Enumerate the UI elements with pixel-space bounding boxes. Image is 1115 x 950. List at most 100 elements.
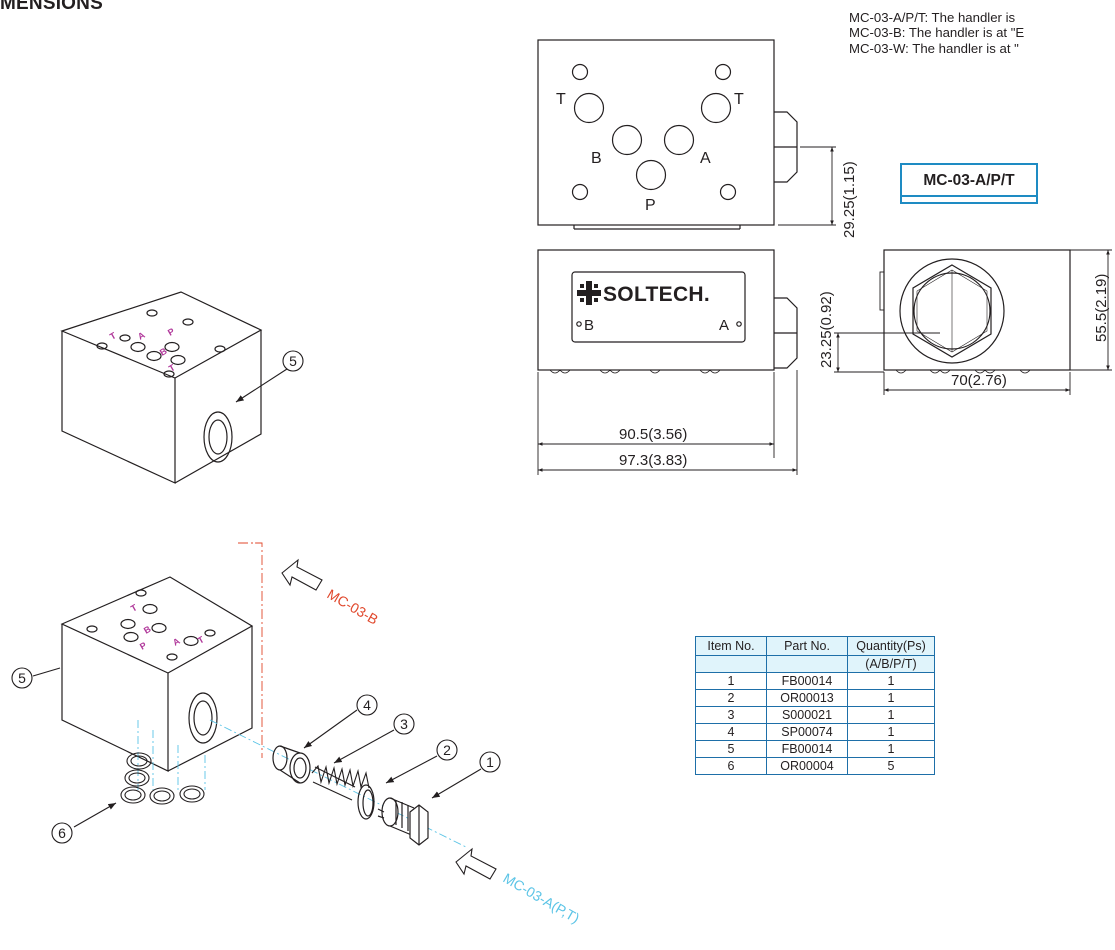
- dim-height-front: [834, 332, 940, 373]
- port-hole: [571, 183, 589, 201]
- callout-6: [51, 822, 73, 844]
- header-quantity-sub: (A/B/P/T): [847, 655, 935, 673]
- soltech-logo: SOLTECH.: [577, 281, 710, 306]
- header-part-no: Part No.: [766, 636, 848, 656]
- note-line: MC-03-A/P/T: The handler is: [849, 10, 1016, 25]
- label-t-left: T: [556, 91, 566, 108]
- upper-side-port: [203, 411, 233, 463]
- port-hole: [719, 183, 737, 201]
- spring-part: [311, 764, 370, 801]
- table-cell-part: FB00014: [766, 740, 848, 758]
- callout-5b: [11, 667, 33, 689]
- table-cell-item: 1: [695, 672, 767, 690]
- svg-text:5: 5: [289, 353, 297, 369]
- table-cell-part: OR00013: [766, 689, 848, 707]
- table-cell-qty: 5: [847, 757, 935, 775]
- svg-text:6: 6: [58, 825, 66, 841]
- lower-block-labels: T B A T P: [129, 602, 206, 652]
- svg-text:T: T: [167, 362, 177, 374]
- svg-text:3: 3: [400, 716, 408, 732]
- front-view-body: [537, 249, 775, 371]
- port-hole: [571, 63, 589, 81]
- table-cell-qty: 1: [847, 723, 935, 741]
- flow-label-b: MC-03-B: [325, 586, 382, 628]
- dim-height-top: [778, 146, 836, 226]
- parts-table-header: Item No. Part No. Quantity(Ps): [695, 636, 935, 656]
- port-t-left: [573, 92, 605, 124]
- dim-side: [883, 249, 1112, 395]
- front-port-b: B: [584, 317, 594, 334]
- svg-text:T: T: [129, 602, 139, 614]
- header-quantity: Quantity(Ps): [847, 636, 935, 656]
- flow-arrow-b: MC-03-B: [281, 558, 382, 628]
- side-view: [879, 249, 1071, 374]
- svg-text:P: P: [138, 640, 148, 652]
- hollow-arrow-icon: [455, 847, 497, 880]
- top-view: [537, 39, 798, 230]
- callout-4: [356, 694, 378, 716]
- parts-table-subheader: (A/B/P/T): [695, 655, 935, 673]
- callout-numbers: 5 5 4 3 2 1 6: [18, 353, 494, 841]
- flow-guide-b: [238, 542, 263, 758]
- note-line: MC-03-W: The handler is at ": [849, 40, 1019, 56]
- handler-notes: MC-03-A/P/T: The handler is MC-03-B: The…: [849, 10, 1024, 56]
- table-cell-part: S000021: [766, 706, 848, 724]
- flow-arrow-apt: MC-03-A(P,T): [455, 847, 583, 927]
- table-cell-qty: 1: [847, 672, 935, 690]
- svg-text:2: 2: [443, 742, 451, 758]
- table-cell-item: 4: [695, 723, 767, 741]
- o-ring-set: [120, 752, 205, 805]
- nameplate: [571, 271, 746, 343]
- side-view-body: [883, 249, 1071, 371]
- callout-3: [393, 713, 415, 735]
- lower-side-port: [188, 692, 218, 744]
- svg-text:B: B: [158, 346, 169, 358]
- dim-height-side-text: 55.5(2.19): [1093, 274, 1110, 342]
- upper-block: [60, 291, 263, 484]
- svg-text:P: P: [166, 326, 176, 338]
- svg-text:4: 4: [363, 697, 371, 713]
- table-cell-qty: 1: [847, 689, 935, 707]
- dim-height-top-text: 29.25(1.15): [841, 161, 858, 238]
- svg-text:1: 1: [486, 754, 494, 770]
- table-cell-part: FB00014: [766, 672, 848, 690]
- table-cell-qty: 1: [847, 706, 935, 724]
- label-b: B: [591, 150, 602, 167]
- spool-part: [272, 745, 311, 784]
- label-t-right: T: [734, 91, 744, 108]
- port-a: [663, 124, 695, 156]
- note-line: MC-03-B: The handler is at "E: [849, 25, 1025, 41]
- svg-text:A: A: [136, 330, 147, 342]
- dim-width-side-text: 70(2.76): [951, 372, 1007, 389]
- lower-block: [60, 576, 254, 772]
- dim-width-outer-text: 97.3(3.83): [619, 452, 687, 469]
- dim-width-inner-text: 90.5(3.56): [619, 426, 687, 443]
- table-cell-item: 6: [695, 757, 767, 775]
- port-t-right: [700, 92, 732, 124]
- dim-widths: [537, 370, 798, 475]
- table-cell-item: 5: [695, 740, 767, 758]
- model-label-text: MC-03-A/P/T: [902, 165, 1036, 197]
- callout-5a: [282, 350, 304, 372]
- front-view: [537, 249, 798, 374]
- flow-label-apt: MC-03-A(P,T): [501, 870, 583, 927]
- callout-2: [436, 739, 458, 761]
- top-view-labels: T T B A P: [556, 91, 744, 214]
- hex-plug-icon: [912, 264, 992, 358]
- port-b: [611, 124, 643, 156]
- port-hole: [714, 63, 732, 81]
- front-port-a: A: [719, 317, 729, 334]
- soltech-cross-icon: [577, 281, 601, 305]
- label-p: P: [645, 197, 656, 214]
- plug-part: [377, 797, 429, 846]
- svg-text:T: T: [108, 330, 118, 342]
- table-cell-item: 3: [695, 706, 767, 724]
- svg-text:T: T: [196, 634, 206, 646]
- dim-height-front-text: 23.25(0.92): [818, 291, 835, 368]
